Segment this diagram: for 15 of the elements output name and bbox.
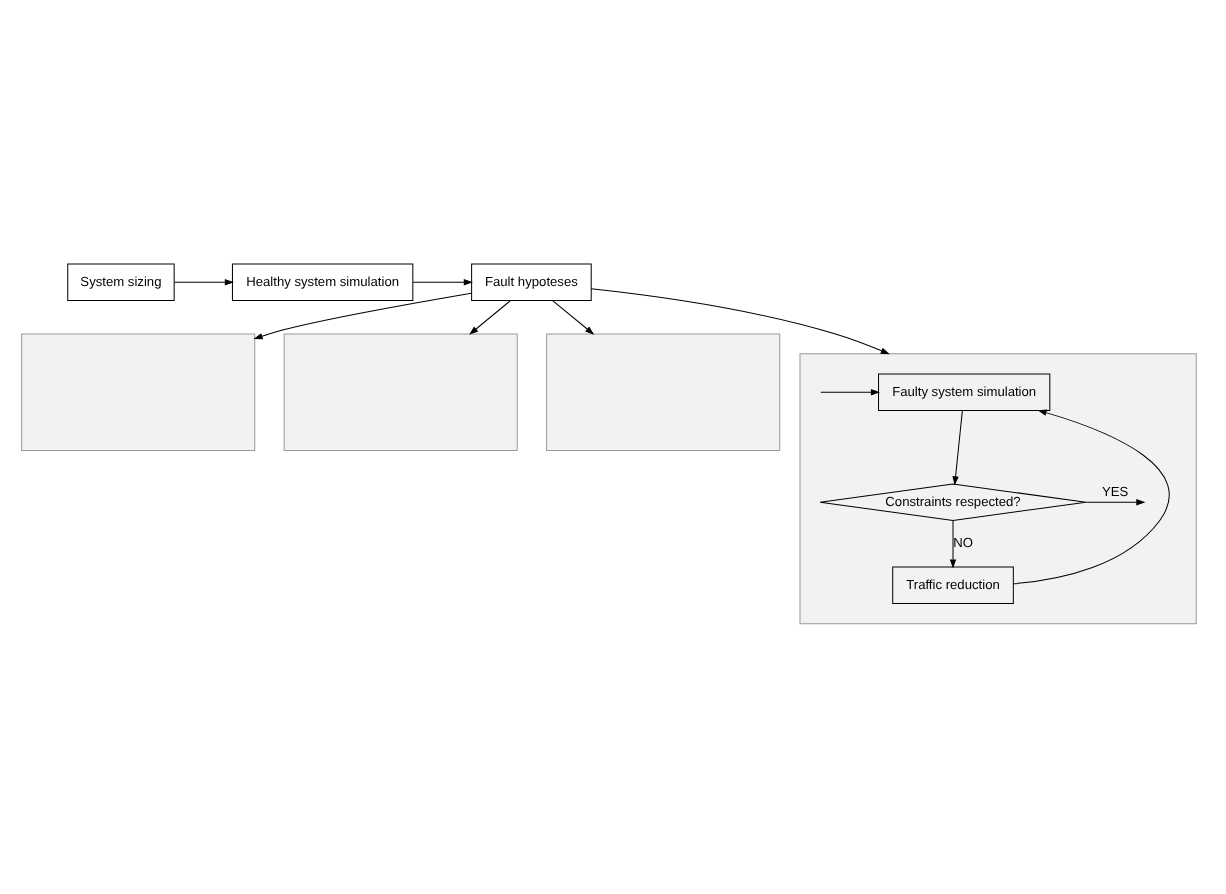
arrow	[552, 299, 595, 334]
arrow	[412, 278, 473, 285]
arrow	[174, 278, 234, 285]
arrow	[1013, 408, 1170, 584]
node-box	[283, 332, 518, 451]
arrow	[952, 409, 963, 485]
node-box	[546, 332, 781, 451]
arrow	[1085, 498, 1146, 505]
arrow	[469, 299, 511, 334]
arrow	[253, 291, 472, 339]
cluster	[799, 352, 1197, 624]
arrow	[820, 388, 880, 395]
arrow	[949, 519, 957, 568]
node-box	[21, 332, 256, 451]
arrow	[590, 287, 890, 354]
